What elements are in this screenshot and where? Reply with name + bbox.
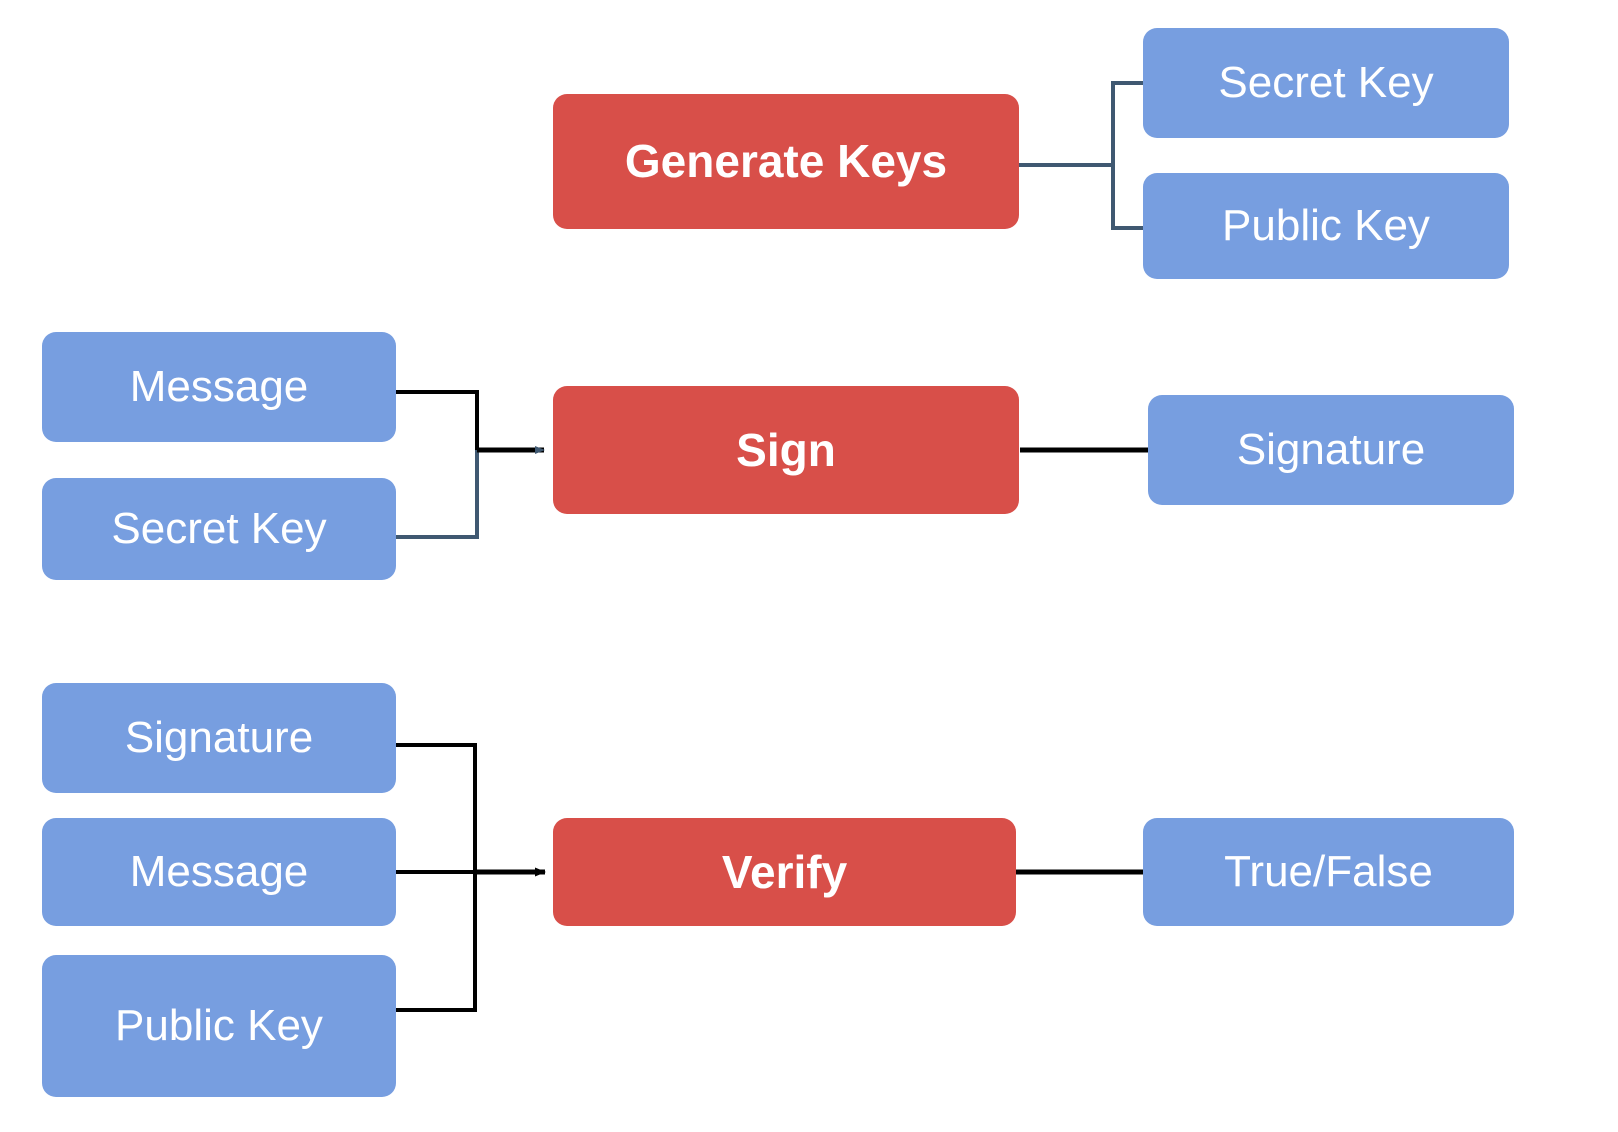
output-signature[interactable]: Signature: [1148, 395, 1514, 505]
edge-signature-to-verify: [396, 743, 477, 872]
operation-verify[interactable]: Verify: [553, 818, 1016, 926]
edge-public-key-to-verify: [396, 872, 477, 1012]
output-public-key[interactable]: Public Key: [1143, 173, 1509, 279]
input-sign-message[interactable]: Message: [42, 332, 396, 442]
edge-message-to-sign: [396, 390, 479, 450]
input-verify-public-key[interactable]: Public Key: [42, 955, 396, 1097]
output-true-false[interactable]: True/False: [1143, 818, 1514, 926]
output-secret-key[interactable]: Secret Key: [1143, 28, 1509, 138]
operation-sign[interactable]: Sign: [553, 386, 1019, 514]
input-verify-message[interactable]: Message: [42, 818, 396, 926]
input-sign-secret-key[interactable]: Secret Key: [42, 478, 396, 580]
operation-generate-keys[interactable]: Generate Keys: [553, 94, 1019, 229]
edge-secret-key-to-sign: [396, 450, 479, 539]
input-verify-signature[interactable]: Signature: [42, 683, 396, 793]
